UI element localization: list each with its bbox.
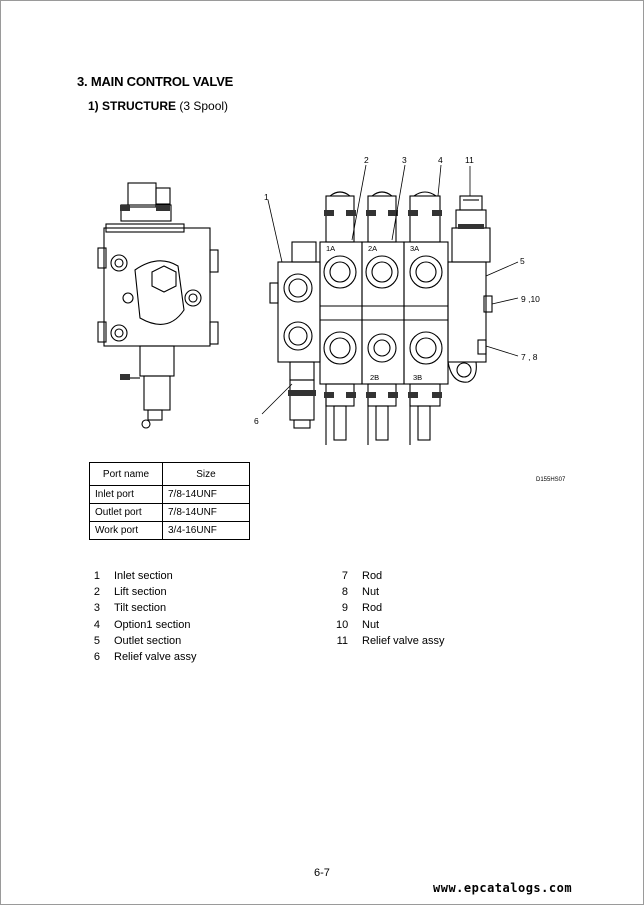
legend-label: Rod xyxy=(362,570,383,582)
list-item: 3 Tilt section xyxy=(88,602,197,618)
list-item: 4 Option1 section xyxy=(88,619,197,635)
callout-4: 4 xyxy=(438,155,443,165)
callout-1: 1 xyxy=(264,192,269,202)
list-item: 9 Rod xyxy=(336,602,445,618)
legend-label: Relief valve assy xyxy=(362,634,445,647)
leader-lines xyxy=(261,164,519,415)
list-item: 5 Outlet section xyxy=(88,635,197,651)
side-view xyxy=(97,182,219,429)
legend-label: Tilt section xyxy=(114,602,167,615)
legend-number: 5 xyxy=(93,634,100,647)
side-view-hatches xyxy=(120,205,170,380)
legend-number: 6 xyxy=(93,650,100,663)
list-item: 11 Relief valve assy xyxy=(336,635,445,651)
table-row: Inlet port 7/8-14UNF xyxy=(89,485,250,504)
mark-1a: 1A xyxy=(326,244,335,253)
callout-6: 6 xyxy=(254,416,259,426)
mark-3a: 3A xyxy=(410,244,419,253)
legend-number: 1 xyxy=(93,570,100,582)
front-view-hatches xyxy=(288,210,484,398)
list-item: 7 Rod xyxy=(336,570,445,586)
legend-label: Relief valve assy xyxy=(114,650,197,663)
legend-label: Nut xyxy=(362,586,380,599)
list-item: 10 Nut xyxy=(336,619,445,635)
callout-5: 5 xyxy=(520,256,525,266)
legend-label: Lift section xyxy=(114,586,167,599)
subtitle: 1) STRUCTURE (3 Spool) xyxy=(88,99,228,113)
size-cell: 7/8-14UNF xyxy=(162,503,250,522)
legend-number: 4 xyxy=(93,618,100,631)
legend-label: Nut xyxy=(362,618,380,631)
table-row: Outlet port 7/8-14UNF xyxy=(89,503,250,522)
control-valve-diagram: 1 2 3 4 11 5 9 ,10 7 , 8 6 1A 2A 3A 2B 3… xyxy=(97,155,540,445)
page-number: 6-7 xyxy=(314,867,330,879)
front-view xyxy=(269,191,493,445)
callout-3: 3 xyxy=(402,155,407,165)
section-title: 3. MAIN CONTROL VALVE xyxy=(77,74,234,89)
size-cell: 3/4-16UNF xyxy=(162,521,250,540)
mark-3b: 3B xyxy=(413,373,422,382)
legend-number: 2 xyxy=(93,586,100,599)
list-item: 1 Inlet section xyxy=(88,570,197,586)
list-item: 6 Relief valve assy xyxy=(88,651,197,667)
legend-number: 11 xyxy=(336,634,348,647)
legend-number: 10 xyxy=(336,618,349,631)
callout-2: 2 xyxy=(364,155,369,165)
port-name-cell: Outlet port xyxy=(89,503,163,522)
legend-number: 7 xyxy=(341,570,348,582)
callout-9-10: 9 ,10 xyxy=(521,294,540,304)
port-name-cell: Inlet port xyxy=(89,485,163,504)
legend-number: 3 xyxy=(93,602,100,615)
mark-2a: 2A xyxy=(368,244,377,253)
port-table-header: Port name Size xyxy=(89,462,250,486)
figure-code: D155HS07 xyxy=(536,477,566,483)
size-cell: 7/8-14UNF xyxy=(162,485,250,504)
legend-label: Inlet section xyxy=(114,570,173,582)
port-table: Port name Size Inlet port 7/8-14UNF Outl… xyxy=(89,462,250,540)
callout-11: 11 xyxy=(465,155,474,165)
legend-number: 9 xyxy=(341,602,348,615)
callout-7-8: 7 , 8 xyxy=(521,352,538,362)
header-size: Size xyxy=(162,462,250,486)
list-item: 2 Lift section xyxy=(88,586,197,602)
watermark: www.epcatalogs.com xyxy=(433,881,573,895)
legend-label: Outlet section xyxy=(114,634,182,647)
subtitle-rest: (3 Spool) xyxy=(176,99,229,113)
port-name-cell: Work port xyxy=(89,521,163,540)
legend-left: 1 Inlet section 2 Lift section 3 Tilt secti… xyxy=(88,570,197,667)
table-row: Work port 3/4-16UNF xyxy=(89,521,250,540)
list-item: 8 Nut xyxy=(336,586,445,602)
subtitle-bold: 1) STRUCTURE xyxy=(88,99,177,113)
legend-label: Option1 section xyxy=(114,618,191,631)
mark-2b: 2B xyxy=(370,373,379,382)
legend-number: 8 xyxy=(341,586,348,599)
header-port-name: Port name xyxy=(89,462,163,486)
legend-label: Rod xyxy=(362,602,383,615)
